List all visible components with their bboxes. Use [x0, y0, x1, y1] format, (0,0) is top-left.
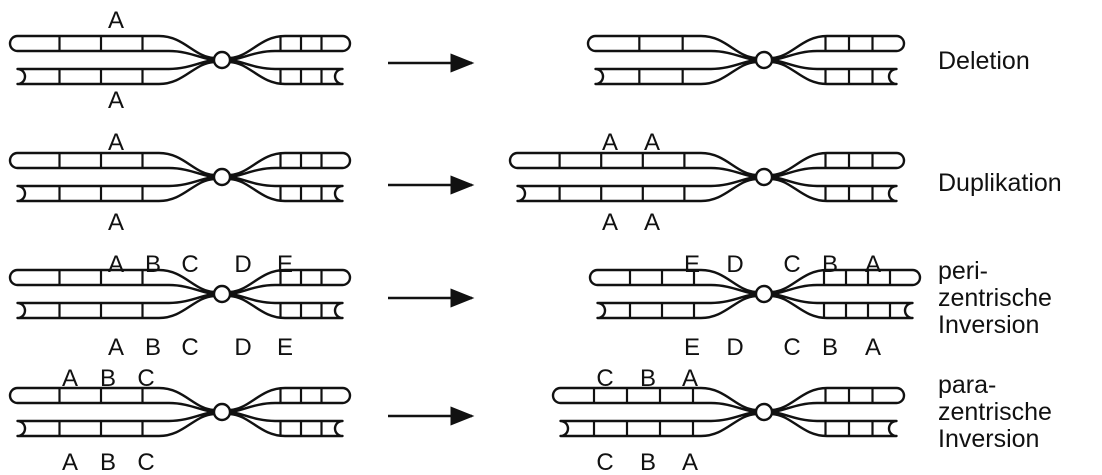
gene-label-top: E [684, 251, 700, 278]
gene-label-top: D [726, 251, 743, 278]
chromosome-deletion-before [8, 34, 352, 86]
label-line: peri- [938, 257, 989, 285]
gene-label-top: C [783, 251, 800, 278]
gene-label-bottom: A [602, 209, 618, 236]
gene-label-top: B [100, 365, 116, 392]
label-line: Deletion [938, 47, 1030, 75]
gene-label-top: B [822, 251, 838, 278]
gene-label-bottom: A [108, 87, 124, 114]
label-paracentric-inversion: para- zentrische Inversion [938, 372, 1052, 453]
chromosome-duplication-after [508, 151, 906, 203]
gene-label-bottom: A [108, 334, 124, 361]
gene-label-bottom: B [640, 449, 656, 475]
label-deletion: Deletion [938, 48, 1030, 75]
gene-label-bottom: E [684, 334, 700, 361]
gene-label-top: C [137, 365, 154, 392]
gene-label-bottom: C [137, 449, 154, 475]
gene-label-top: A [108, 129, 124, 156]
label-line: Inversion [938, 311, 1040, 339]
gene-label-top: C [596, 365, 613, 392]
gene-label-bottom: B [822, 334, 838, 361]
gene-label-bottom: C [783, 334, 800, 361]
gene-label-top: B [640, 365, 656, 392]
gene-label-bottom: C [596, 449, 613, 475]
gene-label-bottom: A [62, 449, 78, 475]
gene-label-bottom: B [100, 449, 116, 475]
chromosome-duplication-before [8, 151, 352, 203]
gene-label-bottom: A [865, 334, 881, 361]
gene-label-top: A [108, 251, 124, 278]
chromosome-deletion-after [586, 34, 906, 86]
gene-label-top: A [62, 365, 78, 392]
gene-label-bottom: C [181, 334, 198, 361]
chromosome-paracentric-after [551, 386, 906, 438]
gene-label-bottom: D [726, 334, 743, 361]
gene-label-top: E [277, 251, 293, 278]
chromosome-pericentric-before [8, 268, 352, 320]
gene-label-top: B [145, 251, 161, 278]
gene-label-bottom: D [234, 334, 251, 361]
chromosome-paracentric-before [8, 386, 352, 438]
gene-label-top: A [602, 129, 618, 156]
label-line: para- [938, 371, 997, 399]
gene-label-bottom: E [277, 334, 293, 361]
label-line: Inversion [938, 425, 1040, 453]
chromosome-pericentric-after [588, 268, 922, 320]
gene-label-top: A [644, 129, 660, 156]
label-line: Duplikation [938, 169, 1062, 197]
label-pericentric-inversion: peri- zentrische Inversion [938, 258, 1052, 339]
label-line: zentrische [938, 398, 1052, 426]
gene-label-top: A [682, 365, 698, 392]
gene-label-bottom: A [644, 209, 660, 236]
gene-label-bottom: B [145, 334, 161, 361]
gene-label-top: C [181, 251, 198, 278]
gene-label-top: A [108, 7, 124, 34]
gene-label-bottom: A [682, 449, 698, 475]
label-line: zentrische [938, 284, 1052, 312]
label-duplication: Duplikation [938, 170, 1062, 197]
gene-label-top: A [865, 251, 881, 278]
gene-label-bottom: A [108, 209, 124, 236]
gene-label-top: D [234, 251, 251, 278]
